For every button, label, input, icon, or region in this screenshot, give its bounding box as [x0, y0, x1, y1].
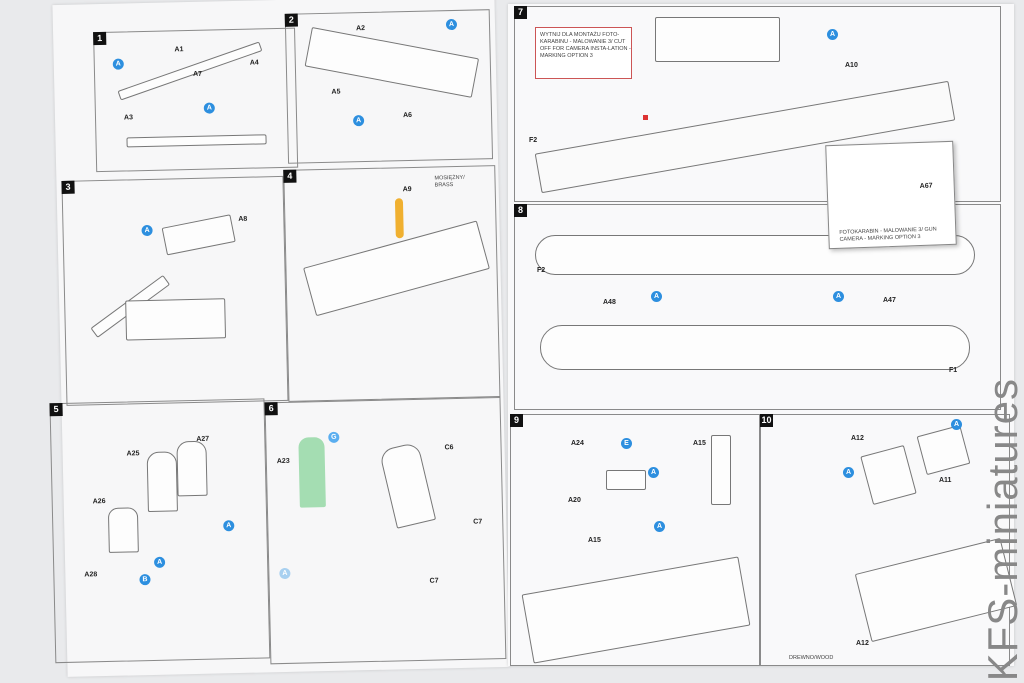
callout-text: WYTNIJ DLA MONTAŻU FOTO-KARABINU - MALOW…	[540, 32, 631, 59]
part-label: A23	[276, 457, 290, 466]
part-label: A12	[856, 640, 869, 647]
step-3-panel: 3 A8 A	[61, 175, 289, 406]
part-label: C7	[473, 518, 483, 526]
step-number: 3	[61, 180, 75, 194]
paint-badge: A	[223, 520, 235, 532]
seat-part	[146, 451, 178, 513]
part-label: A11	[939, 477, 952, 484]
camera-cutout-callout: WYTNIJ DLA MONTAŻU FOTO-KARABINU - MALOW…	[535, 27, 632, 79]
part-label: A47	[883, 297, 896, 304]
part-label: C7	[429, 577, 439, 585]
part-label: A20	[568, 497, 581, 504]
step-number: 5	[49, 402, 63, 417]
fuselage-floor-part	[521, 556, 751, 664]
part-label: A27	[196, 435, 210, 443]
part-label: A12	[851, 435, 864, 442]
part-label: A26	[92, 498, 106, 506]
part-label: A24	[571, 440, 584, 447]
part-label: C6	[444, 444, 454, 452]
seat-frame-part	[107, 507, 139, 553]
frame-part	[711, 435, 731, 505]
step-1-panel: 1 A1 A7 A4 A3 A A	[93, 27, 299, 173]
paint-badge: A	[279, 567, 291, 580]
paint-badge: A	[353, 115, 365, 127]
cockpit-tub-part	[125, 298, 227, 341]
step-number: 7	[514, 6, 527, 19]
paint-badge: A	[827, 29, 838, 40]
part-label: A6	[402, 111, 413, 120]
part-label: A7	[192, 70, 203, 78]
part-label: A5	[331, 88, 341, 96]
part-label: F1	[949, 367, 958, 374]
watermark: KFS-miniatures	[979, 377, 1024, 681]
part-label: A1	[174, 46, 184, 54]
step-number: 9	[510, 414, 523, 427]
gear-frame-part	[860, 445, 917, 505]
paint-badge: A	[843, 467, 854, 478]
paint-badge: A	[203, 102, 215, 114]
brass-part-a9	[394, 198, 404, 239]
gun-camera-inset: A67 FOTOKARABIN - MALOWANIE 3/ GUN CAMER…	[825, 140, 957, 250]
paint-badge: A	[951, 419, 962, 430]
paint-badge: A	[654, 521, 665, 532]
cockpit-floor-part	[161, 214, 236, 256]
part-label: A15	[588, 537, 601, 544]
part-label: A15	[693, 440, 706, 447]
part-label: A28	[84, 571, 98, 579]
part-label: A4	[249, 59, 259, 67]
step-number: 6	[264, 402, 278, 416]
step-9-panel: 9 A24 A15 A20 A15 E A A	[510, 414, 760, 666]
paint-badge: A	[651, 291, 662, 302]
paint-badge: A	[648, 467, 659, 478]
paint-badge: G	[328, 431, 340, 443]
seat-back-part	[176, 440, 208, 497]
fuselage-frame-part	[117, 41, 263, 101]
step-2-panel: 2 A2 A5 A6 A A	[284, 9, 494, 164]
rudder-pedals-part	[606, 470, 646, 490]
part-label: A10	[845, 62, 858, 69]
brass-note: MOSIĘŻNY/ BRASS	[434, 174, 465, 189]
part-label: A9	[402, 185, 412, 194]
step-7-panel: 7 WYTNIJ DLA MONTAŻU FOTO-KARABINU - MAL…	[514, 6, 1001, 250]
step-number: 8	[514, 204, 527, 217]
gear-frame-part	[916, 424, 971, 476]
seat-part	[378, 441, 437, 529]
part-label: A2	[355, 25, 366, 33]
part-label: F2	[529, 137, 538, 144]
step-number: 2	[284, 13, 298, 27]
paint-badge: E	[621, 438, 632, 449]
clear-armor-part	[298, 437, 326, 508]
right-instruction-page: 7 WYTNIJ DLA MONTAŻU FOTO-KARABINU - MAL…	[508, 4, 1018, 666]
paint-badge: A	[141, 224, 153, 237]
paint-badge: A	[445, 18, 458, 31]
cockpit-module-part	[655, 17, 780, 62]
step-10-panel: 10 A12 A11 A12 DREWNO/WOOD A A	[760, 414, 1018, 666]
part-label: A3	[123, 114, 134, 122]
step-number: 10	[760, 414, 773, 427]
step-6-panel: 6 A23 C6 C7 C7 G A	[264, 397, 507, 665]
wood-note: DREWNO/WOOD	[789, 655, 834, 661]
step-5-panel: 5 A25 A27 A26 A28 A A B	[49, 398, 271, 664]
callout-marker	[643, 115, 648, 120]
cockpit-side-part	[304, 26, 480, 98]
part-label: F2	[537, 267, 546, 274]
wing-lower-part	[540, 325, 970, 370]
part-label: A67	[919, 182, 933, 190]
part-label: A25	[126, 450, 140, 458]
inset-note: FOTOKARABIN - MALOWANIE 3/ GUN CAMERA - …	[839, 226, 937, 243]
paint-badge: A	[833, 291, 844, 302]
paint-badge: A	[153, 556, 166, 568]
left-instruction-page: 1 A1 A7 A4 A3 A A 2 A2 A5 A6 A A 3 A8 A …	[49, 0, 510, 677]
frame-part	[126, 134, 267, 148]
part-label: A48	[603, 299, 616, 306]
part-label: A8	[238, 215, 248, 223]
paint-badge: A	[112, 58, 124, 70]
step-number: 1	[93, 31, 107, 46]
paint-badge: B	[139, 574, 151, 586]
step-number: 4	[283, 169, 297, 183]
step-4-panel: 4 A9 MOSIĘŻNY/ BRASS	[283, 165, 501, 402]
